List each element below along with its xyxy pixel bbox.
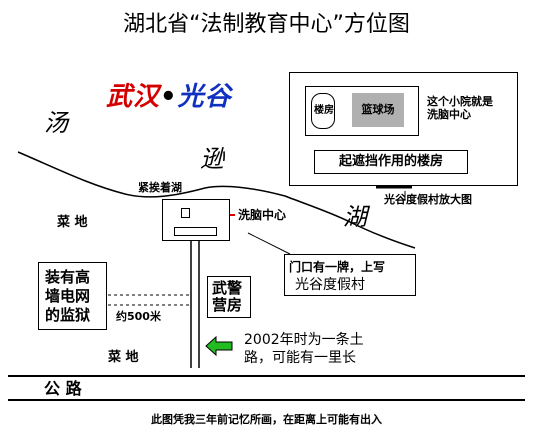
sign-line2: 光谷度假村: [295, 277, 365, 293]
label-road: 公 路: [44, 379, 82, 398]
inset-caption: 光谷度假村放大图: [384, 193, 472, 206]
armed-police-label: 武警营房: [212, 279, 243, 314]
lake-label-xun: 逊: [200, 145, 224, 173]
inset-shield-label: 起遮挡作用的楼房: [338, 154, 443, 169]
label-farmland-top: 菜 地: [57, 215, 88, 230]
lake-label-tang: 汤: [44, 109, 68, 137]
prison-label: 装有高墙电网的监狱: [45, 268, 91, 324]
gate-sign-callout: 门口有一牌，上写 光谷度假村: [284, 254, 416, 296]
label-lakeside: 紧挨着湖: [138, 181, 182, 194]
armed-police-barracks: 武警营房: [207, 276, 251, 318]
sign-line1: 门口有一牌，上写: [289, 260, 386, 274]
inset-note: 这个小院就是洗脑中心: [427, 95, 493, 121]
map-title: 湖北省“法制教育中心”方位图: [123, 12, 410, 37]
label-farmland-bottom: 菜 地: [108, 350, 139, 365]
logo-guanggu: 光谷: [177, 82, 232, 112]
center-building: [181, 208, 190, 218]
logo: 武汉•光谷: [106, 84, 232, 110]
inset-building: 楼房: [311, 93, 335, 129]
lake-label-hu: 湖: [343, 203, 367, 231]
green-arrow: [205, 335, 233, 357]
logo-wuhan: 武汉: [106, 82, 161, 112]
sign-callout-line: [247, 232, 291, 255]
inset-court: 篮球场: [352, 93, 404, 127]
road-note: 2002年时为一条土路，可能有一里长: [244, 332, 364, 366]
inset-court-label: 篮球场: [361, 103, 395, 116]
label-distance: 约500米: [116, 310, 161, 323]
prison: 装有高墙电网的监狱: [38, 262, 107, 330]
inset-shield-box: 起遮挡作用的楼房: [314, 150, 468, 174]
inset-building-label: 楼房: [314, 105, 334, 116]
label-center: 洗脑中心: [238, 208, 287, 222]
inset-zoom-box: 楼房 篮球场 这个小院就是洗脑中心 起遮挡作用的楼房: [289, 72, 518, 186]
inset-compound: 楼房 篮球场: [305, 86, 419, 136]
footer-note: 此图凭我三年前记忆所画，在距离上可能有出入: [151, 413, 382, 426]
resort-compound: [162, 199, 230, 241]
lake-shoreline: [17, 151, 416, 249]
shield-building: [174, 227, 217, 236]
logo-dot: •: [160, 82, 178, 112]
